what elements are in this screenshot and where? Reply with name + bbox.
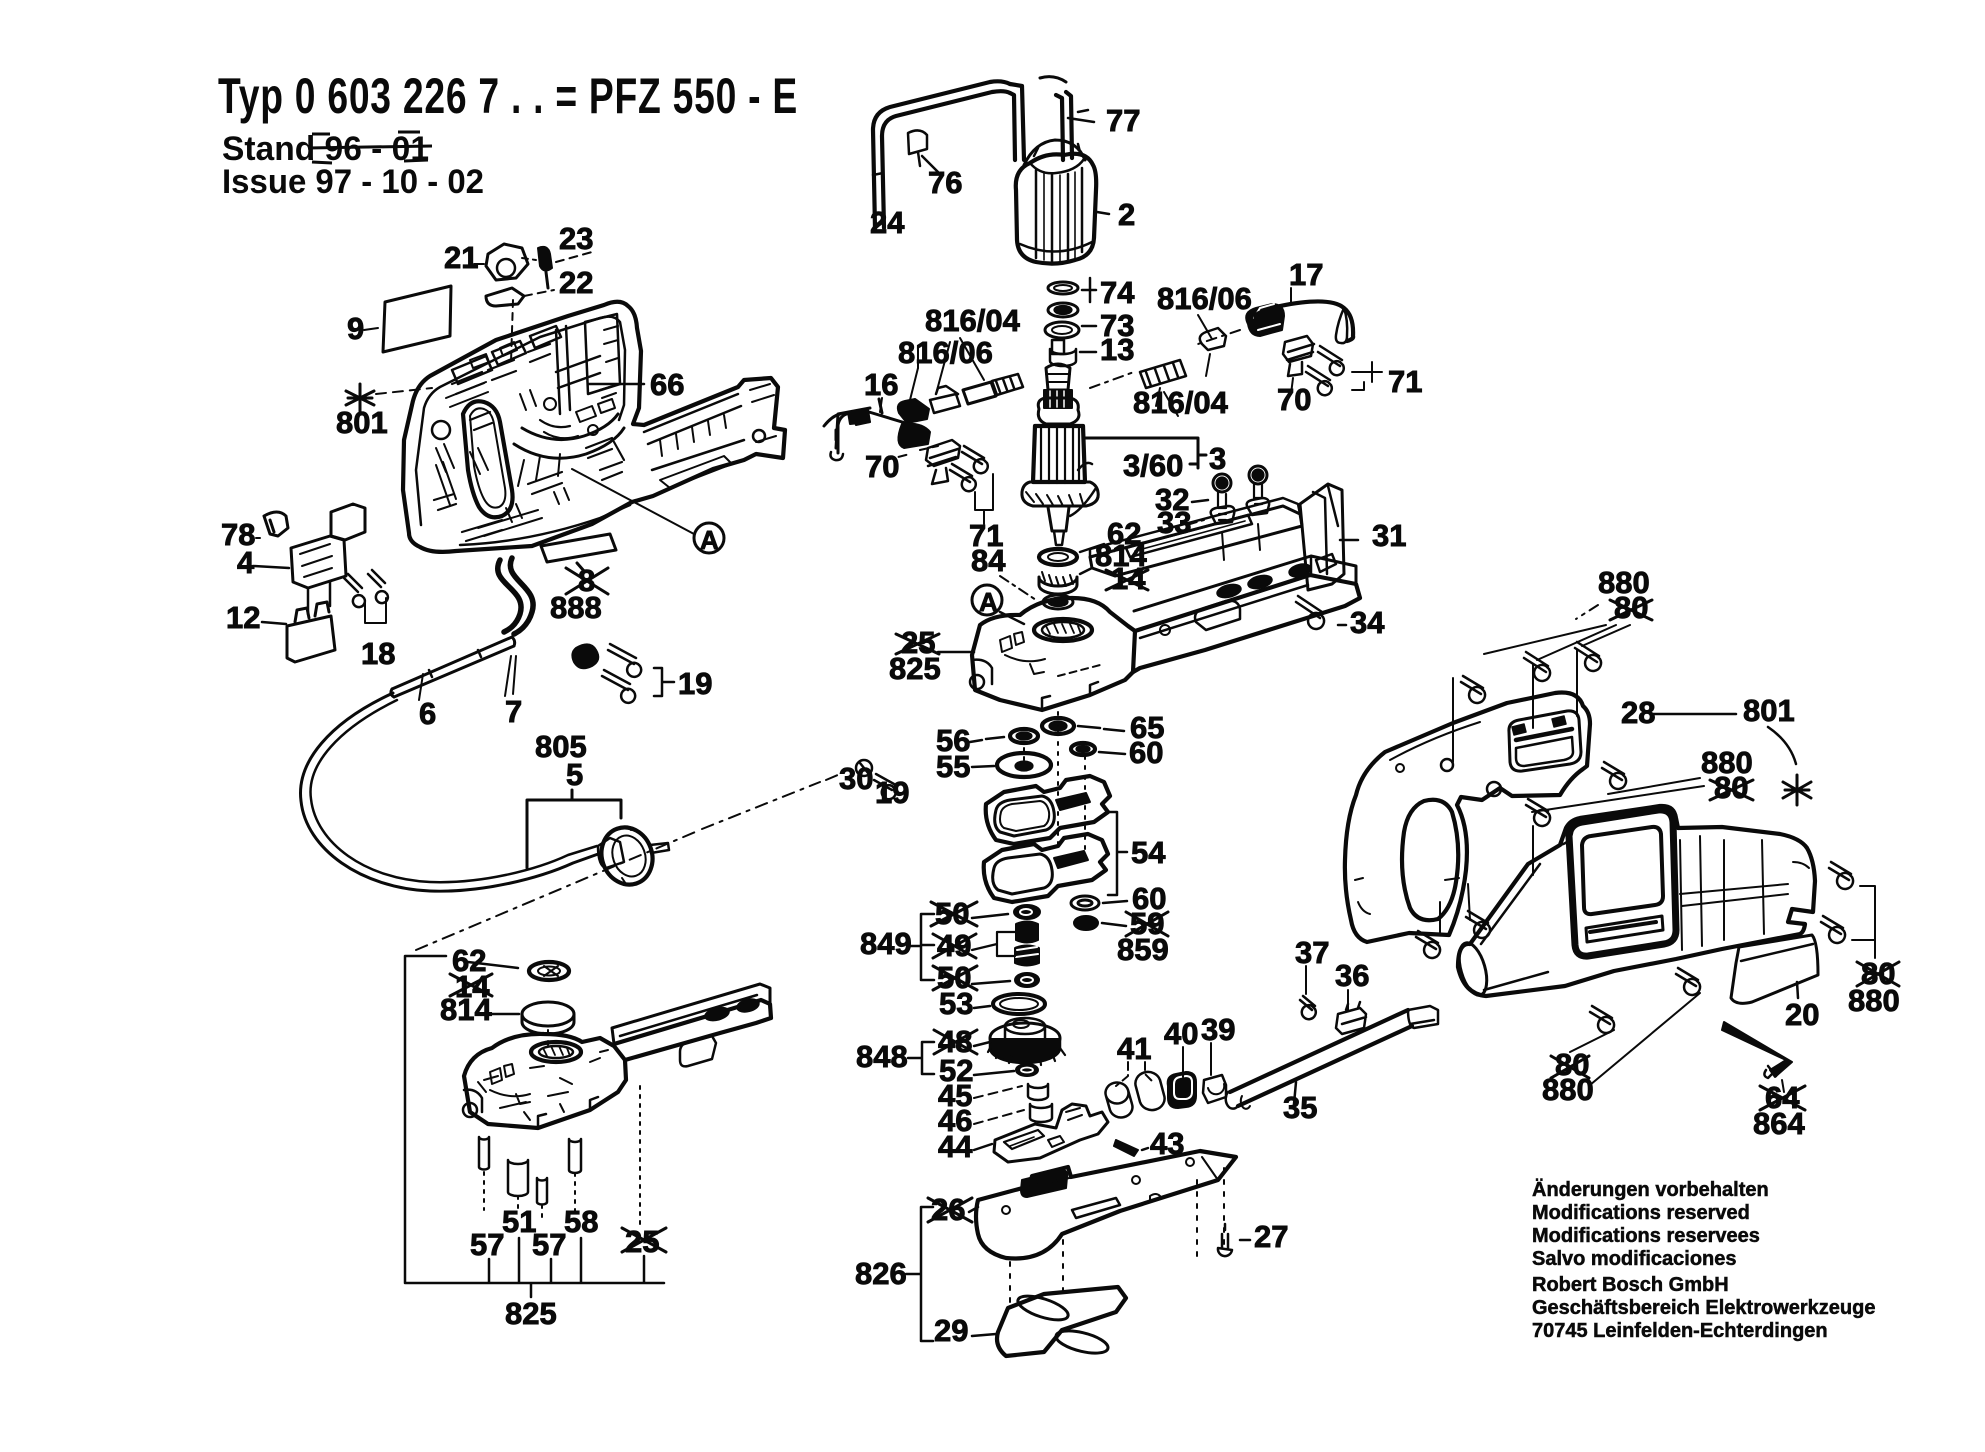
svg-text:62: 62 [452,943,486,978]
svg-text:Issue 97 - 10 - 02: Issue 97 - 10 - 02 [222,163,484,201]
svg-text:888: 888 [550,590,602,625]
svg-text:23: 23 [559,221,593,256]
svg-text:54: 54 [1131,835,1166,870]
svg-text:53: 53 [939,986,973,1021]
svg-text:13: 13 [1100,332,1134,367]
svg-text:27: 27 [1254,1219,1288,1254]
svg-text:880: 880 [1701,745,1753,780]
svg-text:816/06: 816/06 [898,335,993,370]
svg-text:58: 58 [564,1204,598,1239]
svg-text:29: 29 [934,1313,968,1348]
svg-text:78: 78 [221,517,255,552]
svg-text:801: 801 [1743,693,1795,728]
svg-text:A: A [979,587,998,617]
svg-text:825: 825 [889,651,941,686]
svg-text:45: 45 [938,1078,972,1113]
svg-text:19: 19 [875,775,909,810]
svg-text:39: 39 [1201,1012,1235,1047]
svg-text:40: 40 [1164,1016,1198,1051]
svg-text:57: 57 [470,1227,504,1262]
svg-text:22: 22 [559,265,593,300]
svg-text:32: 32 [1155,482,1189,517]
svg-text:Typ 0 603 226 7 . . = PFZ 550: Typ 0 603 226 7 . . = PFZ 550 - E [218,68,798,124]
svg-text:56: 56 [936,723,970,758]
svg-text:816/04: 816/04 [925,303,1021,338]
svg-text:Robert Bosch GmbH: Robert Bosch GmbH [1532,1274,1729,1296]
svg-text:65: 65 [1130,710,1164,745]
svg-text:3/60: 3/60 [1123,448,1183,483]
svg-text:71: 71 [969,518,1003,553]
svg-text:70745 Leinfelden-Echterdingen: 70745 Leinfelden-Echterdingen [1532,1320,1828,1342]
svg-text:5: 5 [566,757,583,792]
svg-text:46: 46 [938,1103,972,1138]
svg-text:80: 80 [1614,590,1648,625]
svg-text:12: 12 [226,600,260,635]
svg-text:826: 826 [855,1256,907,1291]
svg-text:49: 49 [937,928,971,963]
svg-text:60: 60 [1129,735,1163,770]
svg-text:77: 77 [1106,103,1140,138]
svg-text:849: 849 [860,926,912,961]
svg-text:814: 814 [440,992,492,1027]
svg-text:4: 4 [237,545,255,580]
svg-text:57: 57 [532,1227,566,1262]
svg-text:A: A [700,525,719,555]
svg-text:34: 34 [1350,605,1385,640]
svg-text:70: 70 [865,449,899,484]
svg-text:60: 60 [1132,881,1166,916]
svg-text:36: 36 [1335,958,1369,993]
svg-text:18: 18 [361,636,395,671]
svg-text:84: 84 [971,543,1006,578]
svg-text:Änderungen vorbehalten: Änderungen vorbehalten [1532,1178,1769,1201]
svg-text:35: 35 [1283,1090,1317,1125]
svg-text:9: 9 [347,311,364,346]
svg-text:825: 825 [505,1296,557,1331]
svg-text:16: 16 [864,367,898,402]
svg-text:37: 37 [1295,935,1329,970]
svg-text:44: 44 [938,1129,973,1164]
svg-text:66: 66 [650,367,684,402]
svg-text:31: 31 [1372,518,1406,553]
svg-text:28: 28 [1621,695,1655,730]
svg-text:801: 801 [336,405,388,440]
svg-text:816/06: 816/06 [1157,281,1252,316]
svg-text:7: 7 [505,694,522,729]
svg-text:19: 19 [678,666,712,701]
svg-text:14: 14 [455,969,490,1004]
svg-text:73: 73 [1100,308,1134,343]
svg-text:Modifications reservees: Modifications reservees [1532,1225,1760,1247]
svg-text:Salvo modificaciones: Salvo modificaciones [1532,1248,1737,1270]
svg-text:52: 52 [939,1053,973,1088]
svg-text:2: 2 [1118,197,1135,232]
svg-text:17: 17 [1289,257,1323,292]
svg-text:76: 76 [928,165,962,200]
svg-text:816/04: 816/04 [1133,385,1229,420]
svg-text:74: 74 [1100,275,1135,310]
svg-text:Modifications reserved: Modifications reserved [1532,1202,1750,1224]
svg-text:55: 55 [936,749,970,784]
svg-text:859: 859 [1117,932,1169,967]
svg-text:3: 3 [1209,441,1226,476]
svg-text:71: 71 [1388,364,1422,399]
svg-text:6: 6 [419,696,436,731]
svg-text:805: 805 [535,729,587,764]
svg-text:Geschäftsbereich Elektrowerkze: Geschäftsbereich Elektrowerkzeuge [1532,1297,1875,1319]
svg-text:80: 80 [1714,770,1748,805]
svg-text:25: 25 [901,625,935,660]
svg-text:880: 880 [1598,565,1650,600]
svg-text:21: 21 [444,240,478,275]
svg-text:41: 41 [1117,1031,1151,1066]
svg-text:848: 848 [856,1039,908,1074]
svg-text:864: 864 [1753,1106,1805,1141]
svg-text:20: 20 [1785,997,1819,1032]
svg-text:51: 51 [502,1204,536,1239]
svg-text:880: 880 [1848,983,1900,1018]
svg-text:70: 70 [1277,382,1311,417]
